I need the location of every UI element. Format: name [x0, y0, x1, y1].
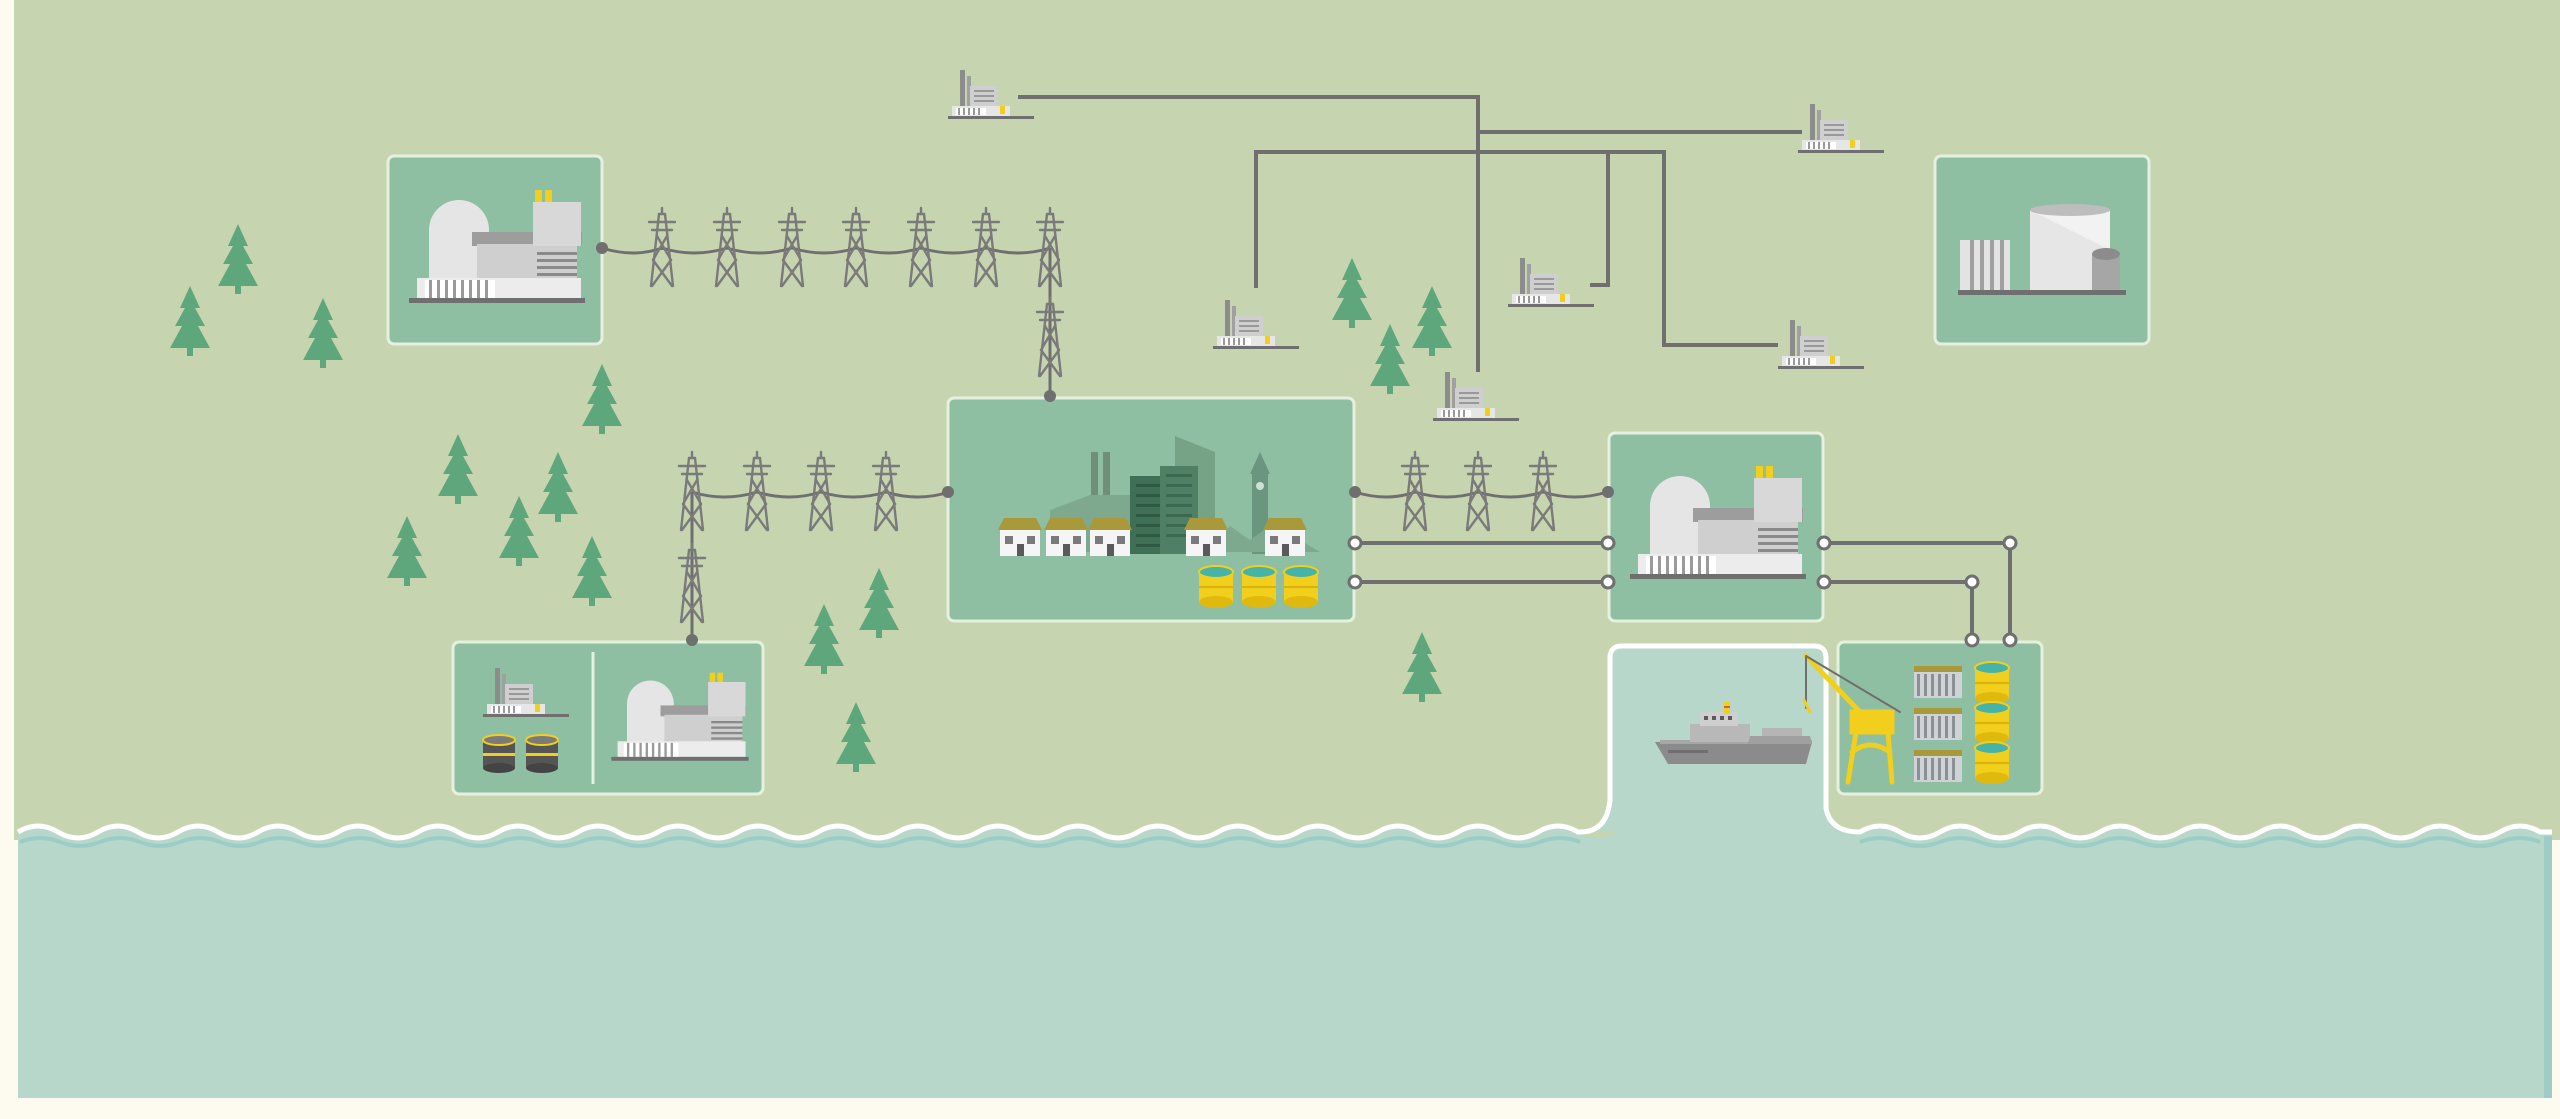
- container-stack-icon: [1914, 666, 1962, 782]
- shoreline: [16, 643, 2552, 841]
- storage-tank-icon: [1958, 204, 2126, 295]
- city-chimney: [1103, 452, 1110, 502]
- sea-area: [18, 646, 2552, 1098]
- cargo-ship-icon: [1655, 702, 1812, 764]
- cable-endpoint-dots: [596, 242, 1614, 646]
- pipe-connector-rings: [1347, 535, 2018, 648]
- storage-tank-icon: [1974, 661, 2010, 785]
- distribution-lines: [1018, 95, 2012, 640]
- shore-wave-shade: [19, 836, 2541, 848]
- storage-tank-icon: [1198, 565, 1319, 609]
- city-chimney: [1091, 452, 1098, 502]
- crane-icon: [1802, 653, 1901, 785]
- sea-right-edge: [2544, 836, 2552, 1098]
